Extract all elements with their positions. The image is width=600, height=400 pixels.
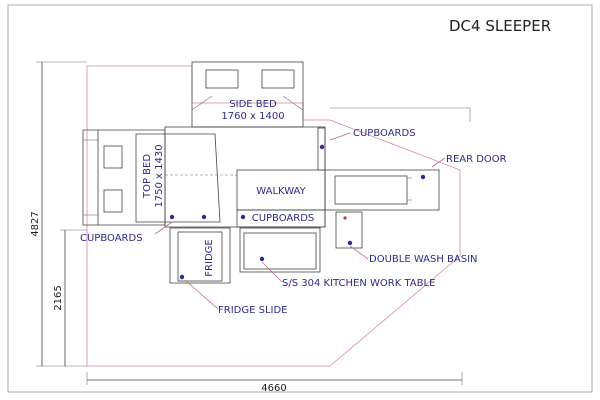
fridge-unit [169,227,231,284]
rear-cabinet [317,127,440,211]
top-bed-section [82,129,221,226]
cupboards-left-label: CUPBOARDS [80,233,143,244]
side-bed-size-label: 1760 x 1400 [221,111,284,122]
walkway-label: WALKWAY [256,186,306,197]
top-bed-label: TOP BED [142,154,153,199]
leader-lines [154,132,446,310]
dimension-lines [36,61,471,385]
kitchen-work-table-label: S/S 304 KITCHEN WORK TABLE [282,278,435,289]
double-wash-basin-label: DOUBLE WASH BASIN [369,254,478,265]
page-frame [7,4,593,393]
top-bed-size-label: 1750 x 1430 [154,144,165,207]
cupboards-mid-label: CUPBOARDS [252,213,315,224]
wash-basin [335,211,363,249]
kitchen-work-table [239,227,321,273]
dimension-length-4827: 4827 [30,211,41,236]
cupboards-strip [236,209,326,228]
diagram-title: DC4 SLEEPER [449,17,551,35]
dimension-length-2165: 2165 [53,285,64,310]
main-body [164,126,326,228]
marker-dots [169,144,426,280]
cupboards-top-label: CUPBOARDS [353,128,416,139]
side-bed-label: SIDE BED [229,99,277,110]
dimension-width-4660: 4660 [261,383,286,394]
fridge-slide-label: FRIDGE SLIDE [218,305,287,316]
rear-door-label: REAR DOOR [446,154,507,165]
fridge-label: FRIDGE [204,239,215,276]
